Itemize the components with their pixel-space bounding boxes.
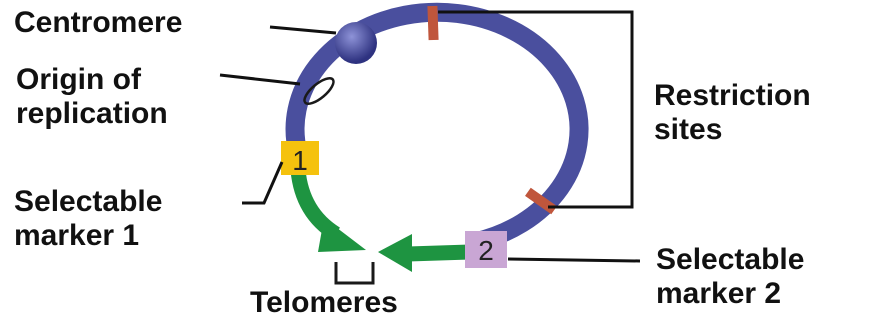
arrowhead-marker1 [318,218,366,252]
marker2-label-line2: marker 2 [656,277,804,311]
arrowhead-marker2 [378,234,412,272]
telomeres-label: Telomeres [250,286,398,320]
marker1-tag: 1 [292,145,308,176]
selectable-marker-1-label: Selectable marker 1 [14,185,162,253]
selectable-marker-2-label: Selectable marker 2 [656,243,804,311]
centromere-leader-line [270,27,336,33]
marker1-label-line2: marker 1 [14,219,162,253]
origin-of-replication-label: Origin of replication [16,63,168,131]
restriction-sites-label: Restriction sites [654,79,811,147]
restriction-site-top [427,6,438,40]
restriction-label-line1: Restriction [654,79,811,113]
marker1-label-line1: Selectable [14,185,162,219]
arrow-marker2-to-telomere [408,252,470,254]
origin-leader-line [220,75,300,84]
centromere-bead [335,22,377,64]
marker2-label-line1: Selectable [656,243,804,277]
telomere-box [336,262,373,283]
marker2-leader-line [508,259,640,261]
centromere-label: Centromere [14,6,182,40]
origin-label-line2: replication [16,97,168,131]
marker1-leader-line [242,162,282,203]
marker2-tag: 2 [478,235,494,266]
origin-label-line1: Origin of [16,63,168,97]
restriction-label-line2: sites [654,113,811,147]
